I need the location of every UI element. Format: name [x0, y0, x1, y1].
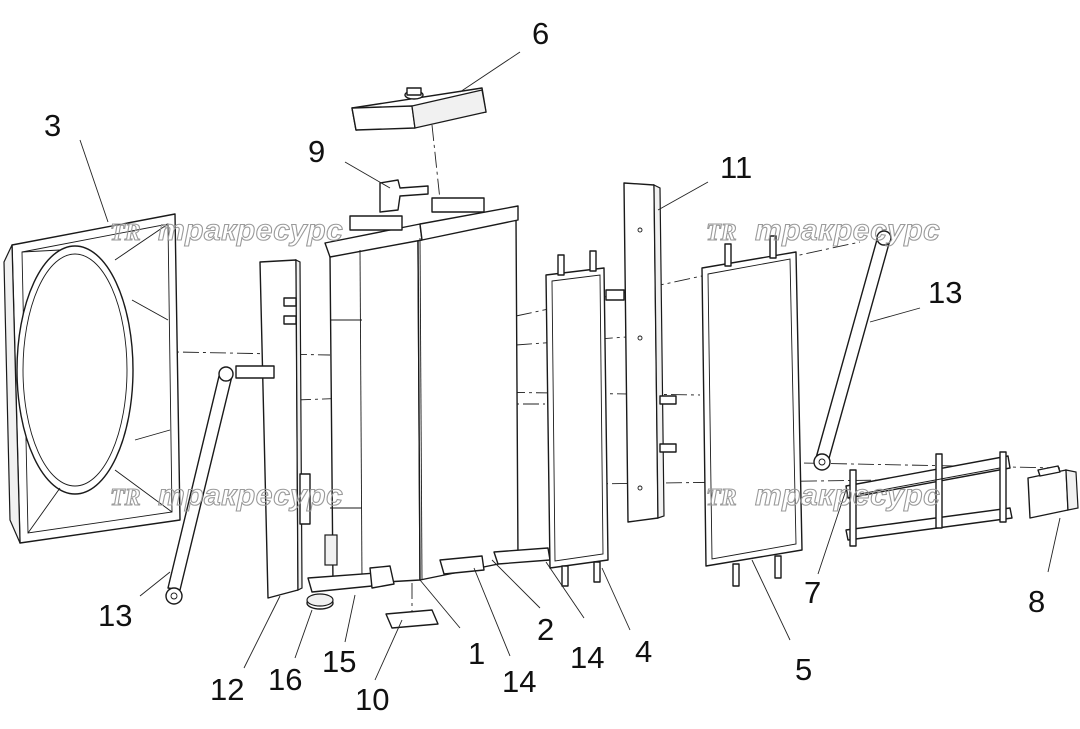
- inner-frame: [545, 250, 609, 587]
- callout-13-left: 13: [98, 598, 132, 633]
- watermark-logo: TR: [706, 485, 737, 511]
- callout-5: 5: [795, 652, 812, 687]
- left-tie-rod: [165, 366, 234, 605]
- expansion-tank: [351, 87, 487, 131]
- callout-6: 6: [532, 16, 549, 51]
- left-side-bracket: [235, 259, 311, 599]
- watermark-bottom-right: TR тракресурс: [705, 478, 940, 512]
- right-side-plate: [605, 182, 677, 523]
- callout-14-right: 14: [570, 640, 604, 675]
- callout-11: 11: [720, 150, 752, 185]
- radiator-core: [324, 179, 519, 586]
- radiator-feet: [307, 547, 551, 593]
- callout-15: 15: [322, 644, 356, 679]
- fan-shroud: [3, 213, 181, 544]
- callout-12: 12: [210, 672, 244, 707]
- watermark-text: тракресурс: [755, 214, 940, 247]
- callout-9: 9: [308, 134, 325, 169]
- rubber-cushion: [306, 593, 334, 610]
- leader-lines: [79, 51, 1061, 681]
- watermark-top-right: TR тракресурс: [705, 213, 940, 247]
- callout-14-left: 14: [502, 664, 536, 699]
- mounting-bracket: [845, 451, 1013, 547]
- watermark-logo: TR: [110, 485, 141, 511]
- watermark-text: тракресурс: [158, 479, 343, 512]
- callout-2: 2: [537, 612, 554, 647]
- callout-16: 16: [268, 662, 302, 697]
- outer-frame: [701, 235, 803, 587]
- watermark-top-left: TR тракресурс: [109, 213, 343, 247]
- watermark-text: тракресурс: [158, 214, 343, 247]
- callout-4: 4: [635, 634, 652, 669]
- callout-7: 7: [804, 575, 821, 610]
- right-tie-rod: [813, 230, 892, 471]
- callout-13-right: 13: [928, 275, 962, 310]
- watermark-text: тракресурс: [755, 479, 940, 512]
- pad-plate: [385, 609, 439, 629]
- callout-labels: 3 6 9 11 13 13 12 16 15 10 1 14 2 14 4 5…: [44, 16, 1045, 717]
- watermark-bottom-left: TR тракресурс: [109, 478, 343, 512]
- callout-10: 10: [355, 682, 389, 717]
- watermark-logo: TR: [706, 220, 737, 246]
- small-block: [1027, 465, 1079, 519]
- callout-1: 1: [468, 636, 485, 671]
- callout-3: 3: [44, 108, 61, 143]
- callout-8: 8: [1028, 584, 1045, 619]
- watermark-logo: TR: [110, 220, 141, 246]
